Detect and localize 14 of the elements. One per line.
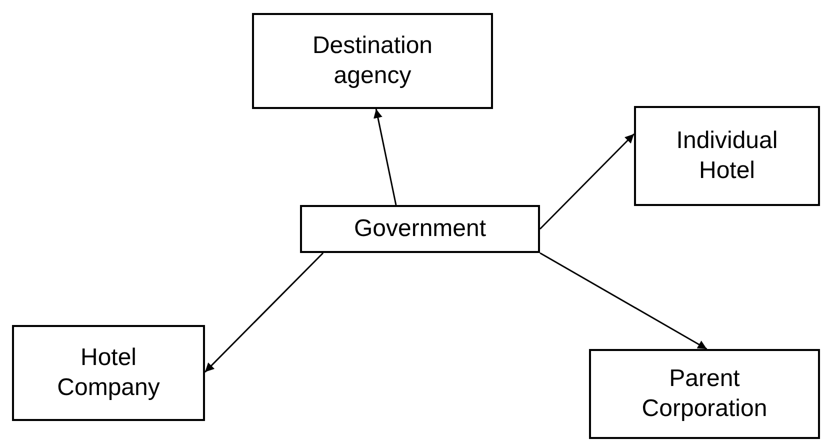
- arrow: [374, 108, 397, 206]
- box-label: Destination agency: [311, 31, 434, 91]
- box-label: Individual Hotel: [675, 126, 779, 186]
- arrow: [204, 252, 324, 373]
- box-label: Government: [354, 214, 486, 244]
- entity-box: [12, 325, 205, 421]
- box-label: Hotel Company: [56, 343, 161, 403]
- entity-box: [252, 13, 493, 109]
- arrow: [540, 252, 708, 350]
- arrow: [539, 133, 635, 230]
- entity-box: [300, 205, 540, 253]
- entity-box: [634, 106, 820, 206]
- entity-box: [589, 349, 820, 439]
- box-label: Parent Corporation: [640, 364, 768, 424]
